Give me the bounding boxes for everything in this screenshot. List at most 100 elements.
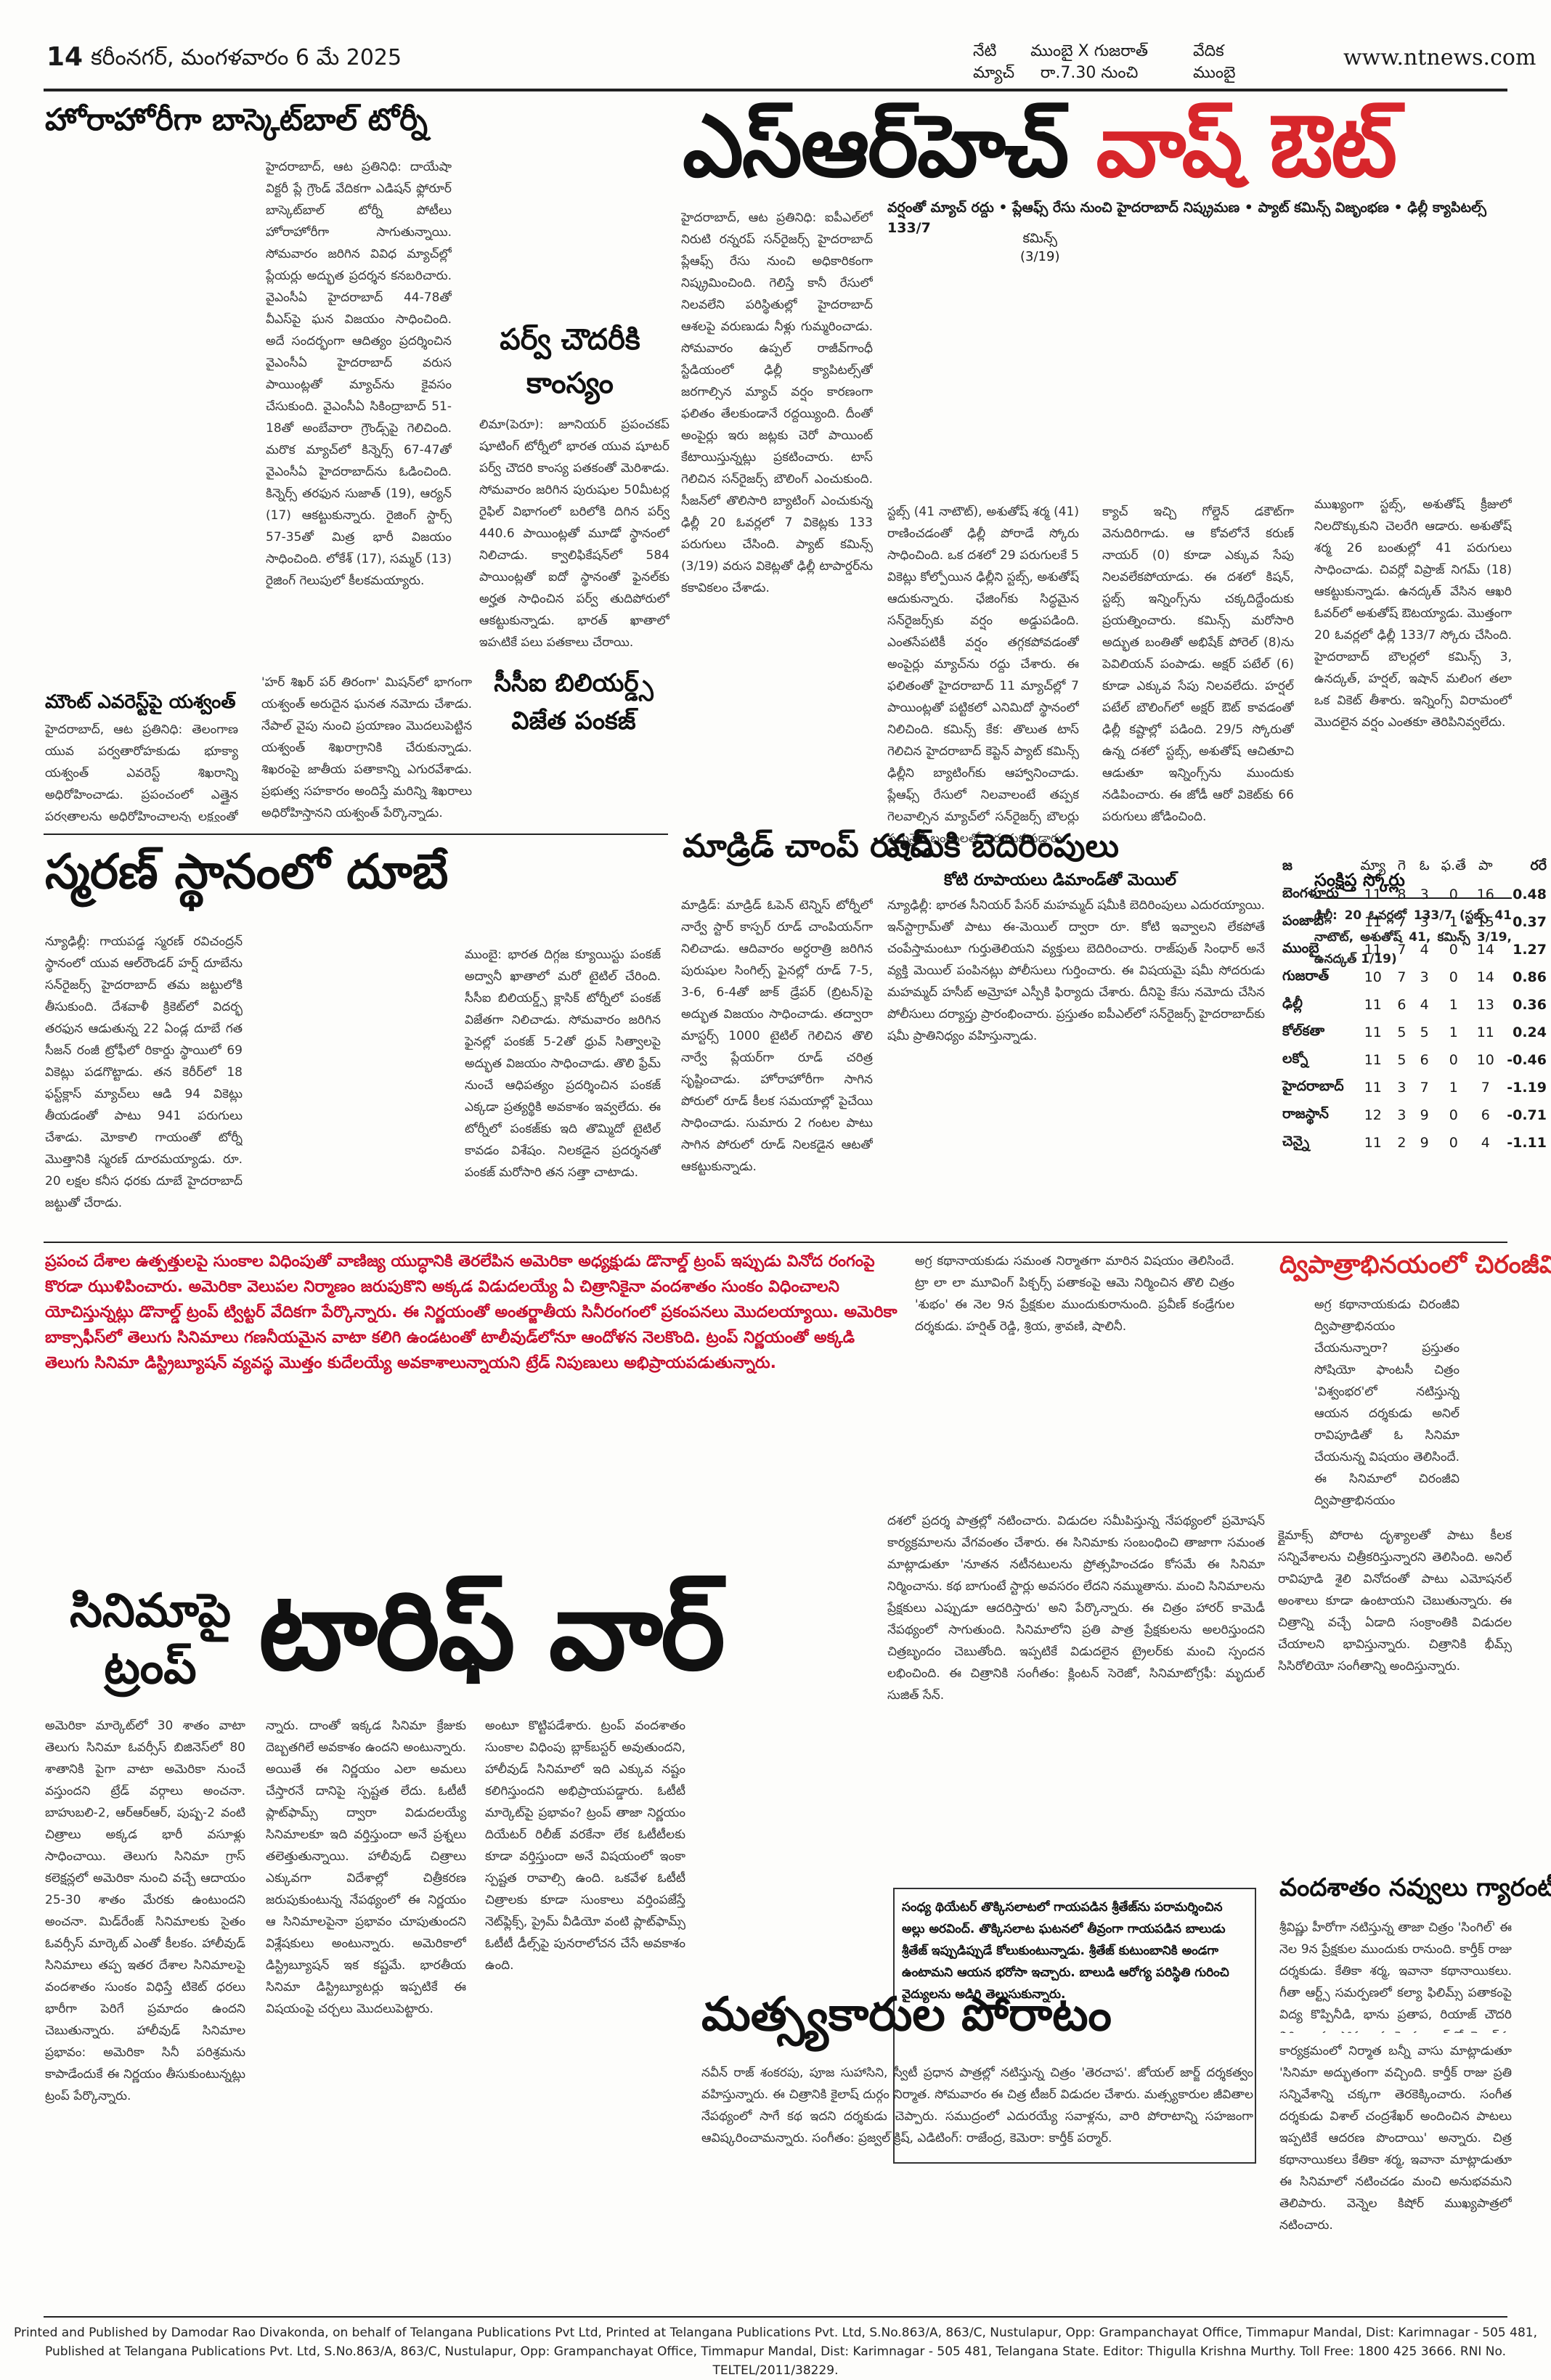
stat-cell: 4	[1420, 942, 1429, 958]
tariff-headline-small-1: సినిమాపై	[69, 1584, 232, 1638]
stat-cell: 8	[1397, 887, 1407, 902]
srh-col-1: హైదరాబాద్, ఆట ప్రతినిధి: ఐపీఎల్‌లో నిరుట…	[681, 211, 873, 595]
stat-cell: 11	[1364, 1052, 1382, 1068]
tariff-headline-small-2: ట్రంప్	[104, 1641, 197, 1695]
th-lost: ఓ	[1419, 857, 1430, 873]
parv-headline: పర్వ్ చౌదరీకి కాంస్యం	[479, 318, 661, 405]
stat-cell: 6	[1420, 1052, 1429, 1068]
team-name: గుజరాత్	[1282, 967, 1330, 984]
srh-col-2: స్టబ్స్ (41 నాటౌట్), అశుతోష్ శర్మ (41) ర…	[887, 505, 1079, 846]
basketball-body: హైదరాబాద్, ఆట ప్రతినిధి: దాయేషా విక్టరీ …	[266, 160, 452, 588]
th-team: జ	[1282, 857, 1292, 873]
billiards-headline-2: విజేత పంకజ్	[511, 706, 636, 735]
stat-cell: 3	[1397, 1107, 1407, 1123]
stat-cell: 7	[1397, 969, 1407, 985]
imprint-footer: Printed and Published by Damodar Rao Div…	[0, 2323, 1551, 2380]
stat-cell: 7	[1397, 942, 1407, 958]
th-won: గె	[1397, 857, 1406, 873]
parv-headline-2: కాంస్యం	[526, 367, 614, 400]
scorecard-text: ఢిల్లీ: 20 ఓవర్లలో 133/7 (స్టబ్స్ 41 నాట…	[1314, 908, 1512, 966]
stat-cell: 1.27	[1513, 942, 1547, 958]
scorecard-title: సంక్షిప్త స్కోర్లు	[1314, 870, 1405, 890]
vandasatham-headline: వందశాతం నవ్వులు గ్యారంటీ	[1279, 1873, 1551, 1902]
match-time: రా.7.30 నుంచి	[1040, 64, 1139, 82]
team-name: లక్నో	[1282, 1050, 1308, 1067]
stat-cell: 0	[1449, 1052, 1458, 1068]
team-name: ముంబై	[1282, 940, 1319, 956]
stat-cell: 1	[1449, 1024, 1458, 1040]
shami-headline: షమీకి బెదిరింపులు	[887, 828, 1120, 865]
basketball-headline: హోరాహోరీగా బాస్కెట్‌బాల్ టోర్నీ	[45, 102, 428, 137]
match-teams: ముంబై X గుజరాత్	[1030, 42, 1148, 60]
vandasatham-body-2: కార్యక్రమంలో నిర్మాత బన్నీ వాసు మాట్లాడు…	[1279, 2044, 1512, 2233]
stat-cell: 6	[1397, 997, 1407, 1013]
film-lead: అగ్ర కథానాయకుడు సమంత నిర్మాతగా మారిన విష…	[915, 1254, 1234, 1334]
srh-subhead: వర్షంతో మ్యాచ్ రద్దు • ప్లేఆఫ్స్ రేసు ను…	[887, 200, 1486, 236]
stat-cell: 11	[1476, 1024, 1494, 1040]
billiards-headline-1: సీసీఐ బిలియర్డ్స్	[494, 669, 654, 698]
shami-subhead: కోటి రూపాయలు డిమాండ్‌తో మెయిల్	[944, 871, 1176, 889]
tariff-intro: ప్రపంచ దేశాల ఉత్పత్తులపై సుంకాల విధింపుత…	[45, 1252, 897, 1372]
caption-figure: (3/19)	[1020, 249, 1060, 264]
srh-col-4: ముఖ్యంగా స్టబ్స్, అశుతోష్ క్రీజులో నిలదొ…	[1314, 497, 1512, 730]
madrid-headline: మాడ్రిడ్ చాంప్ రూడ్	[683, 828, 935, 865]
match-label-1: నేటి	[973, 42, 997, 60]
team-name: కోల్‌కతా	[1282, 1022, 1325, 1039]
stat-cell: 0.86	[1513, 969, 1547, 985]
points-table-header: జ మ్యా గె ఓ ఫ.తే పా రరే	[1278, 853, 1551, 881]
tariff-headline-big: టారిఫ్ వార్	[258, 1568, 725, 1695]
theatre-caption: సంధ్య థియేటర్ తొక్కిసలాటలో గాయపడిన శ్రీత…	[902, 1900, 1229, 2002]
film-body: దశలో ప్రదర్శ పాత్రల్లో నటించారు. విడుదల …	[887, 1514, 1265, 1703]
srh-headline-black: ఎస్‌ఆర్‌హెచ్	[683, 96, 1069, 196]
team-name: రాజస్థాన్	[1282, 1105, 1329, 1122]
site-url[interactable]: www.ntnews.com	[1343, 45, 1536, 70]
stat-cell: 3	[1420, 887, 1429, 902]
tariff-col-2: న్నారు. దాంతో ఇక్కడ సినిమా క్రేజుకు దెబ్…	[266, 1719, 466, 2016]
venue: ముంబై	[1193, 64, 1236, 82]
stat-cell: 13	[1476, 997, 1494, 1013]
srh-headline: ఎస్‌ఆర్‌హెచ్ వాష్ ఔట్	[683, 96, 1397, 217]
stat-cell: 5	[1397, 1052, 1407, 1068]
stat-cell: 5	[1420, 1024, 1429, 1040]
fishermen-headline: మత్స్యకారుల పోరాటం	[701, 1988, 1112, 2042]
dube-headline: స్మరణ్ స్థానంలో దూబే	[45, 844, 449, 900]
stat-cell: 7	[1481, 1080, 1490, 1096]
stat-cell: 3	[1420, 969, 1429, 985]
parv-headline-1: పర్వ్ చౌదరీకి	[500, 323, 640, 356]
stat-cell: 12	[1364, 1107, 1382, 1123]
stat-cell: 14	[1476, 969, 1494, 985]
match-info: నేటిమ్యాచ్ ముంబై X గుజరాత్రా.7.30 నుంచి …	[973, 41, 1236, 84]
stat-cell: 1	[1449, 1080, 1458, 1096]
stat-cell: 10	[1476, 1052, 1494, 1068]
parv-body: లిమా(పెరూ): జూనియర్ ప్రపంచకప్ షూటింగ్ టో…	[479, 417, 669, 646]
stat-cell: 14	[1476, 942, 1494, 958]
stat-cell: -0.71	[1507, 1107, 1547, 1123]
stat-cell: 11	[1364, 997, 1382, 1013]
stat-cell: 0	[1449, 887, 1458, 902]
stat-cell: 0.37	[1513, 914, 1547, 930]
tariff-headline-small: సినిమాపై ట్రంప్	[45, 1583, 256, 1696]
fishermen-body: నవీన్ రాజ్ శంకరపు, పూజ సుహాసిని, స్వీటీ …	[701, 2066, 1253, 2145]
kummins-caption: కమిన్స్ (3/19)	[1020, 231, 1059, 264]
tariff-col-3: అంటూ కొట్టిపడేశారు. ట్రంప్ వందశాతం సుంకా…	[485, 1719, 685, 1973]
stat-cell: 11	[1364, 1024, 1382, 1040]
madrid-body: మాడ్రిడ్: మాడ్రిడ్ ఓపెన్ టెన్నిస్ టోర్నీ…	[681, 898, 873, 1174]
stat-cell: 9	[1420, 1135, 1429, 1151]
srh-col-3: క్యాచ్ ఇచ్చి గోల్డెన్ డకౌట్‌గా వెనుదిరిగ…	[1102, 505, 1294, 824]
stat-cell: 4	[1481, 1135, 1490, 1151]
stat-cell: 1	[1449, 997, 1458, 1013]
stat-cell: 7	[1397, 914, 1407, 930]
imprint-line-1: Printed and Published by Damodar Rao Div…	[14, 2326, 1537, 2340]
stat-cell: 5	[1397, 1024, 1407, 1040]
stat-cell: 0	[1449, 1135, 1458, 1151]
stat-cell: 7	[1420, 1080, 1429, 1096]
th-points: పా	[1478, 857, 1493, 873]
stat-cell: 15	[1476, 914, 1494, 930]
stat-cell: 0.24	[1513, 1024, 1547, 1040]
